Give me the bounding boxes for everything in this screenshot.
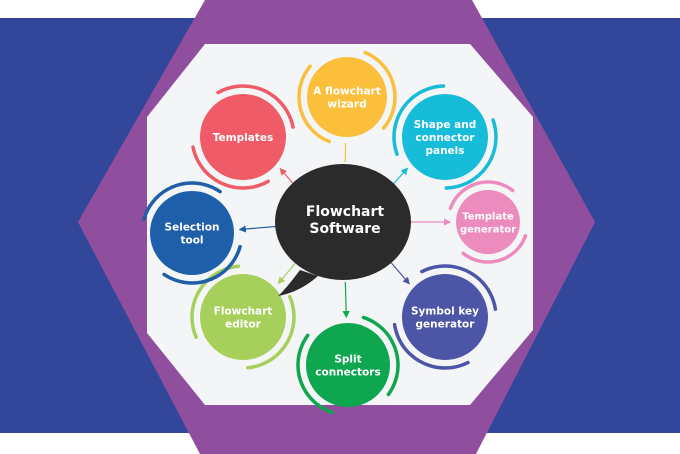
- node-label-line: editor: [225, 319, 261, 331]
- node-label-line: Symbol key: [411, 306, 479, 318]
- node-label-line: A flowchart: [313, 86, 380, 98]
- node-label-line: tool: [180, 235, 203, 247]
- node-label-line: generator: [416, 319, 476, 331]
- node-label-line: Templates: [213, 132, 273, 144]
- node-ring-arc: [297, 47, 397, 147]
- node-label-line: Template: [462, 212, 514, 223]
- node-label-line: panels: [425, 145, 464, 157]
- node-label-line: Shape and: [414, 119, 477, 131]
- center-title-line2: Software: [309, 221, 380, 237]
- node-label-line: Flowchart: [214, 306, 273, 318]
- node-label-line: connector: [415, 132, 475, 144]
- node-circle: [402, 94, 488, 180]
- connector-arrow-selection-tool: [238, 225, 278, 233]
- node-ring-arc: [190, 84, 296, 190]
- node-circle: [306, 323, 390, 407]
- node-ring-arc: [446, 180, 530, 264]
- node-circle: [200, 274, 286, 360]
- node-templates: Templates: [190, 84, 296, 190]
- connector-arrow-templates: [279, 167, 294, 184]
- connector-arrow-flowchart-editor: [277, 262, 296, 285]
- center-bubble: Flowchart Software: [275, 164, 411, 296]
- connector-arrow-symbol-key: [390, 262, 410, 285]
- node-template-generator: Template generator: [446, 180, 530, 264]
- node-circle: [307, 57, 387, 137]
- node-circle: [456, 190, 520, 254]
- node-circle: [200, 94, 286, 180]
- node-ring-arc: [296, 313, 400, 417]
- node-label-line: connectors: [315, 367, 380, 379]
- node-label-line: Selection: [165, 222, 220, 234]
- connector-arrow-shape-panels: [393, 167, 409, 184]
- node-ring-arc: [140, 181, 244, 285]
- node-label-line: generator: [460, 225, 516, 236]
- node-ring-arc: [392, 84, 498, 190]
- node-circle: [150, 191, 234, 275]
- node-label-line: wizard: [327, 99, 366, 111]
- node-ring-arc: [190, 264, 296, 370]
- node-label-line: Split: [334, 354, 361, 366]
- connector-arrow-split-connectors: [342, 281, 350, 319]
- node-ring-arc: [392, 264, 498, 370]
- node-circle: [402, 274, 488, 360]
- center-title-line1: Flowchart: [306, 204, 385, 220]
